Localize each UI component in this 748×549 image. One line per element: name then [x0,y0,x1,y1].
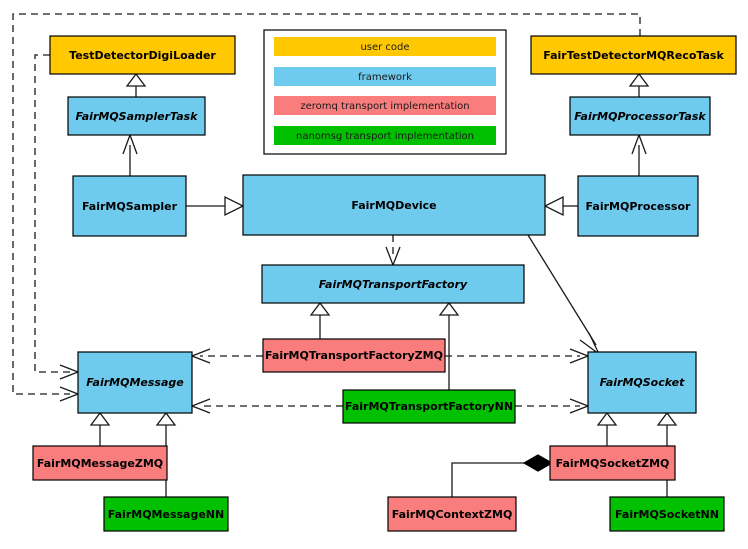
legend-swatch-user-code [274,37,496,56]
node-FairMQDevice[interactable]: FairMQDevice [242,174,546,236]
legend-swatch-nanomsg [274,126,496,145]
legend-item-nanomsg: nanomsg transport implementation [274,126,496,145]
node-label-FairTestDetectorMQRecoTask: FairTestDetectorMQRecoTask [543,49,724,62]
legend-item-user-code: user code [274,37,496,56]
node-label-FairMQSampler: FairMQSampler [82,200,178,213]
node-FairMQMessageNN[interactable]: FairMQMessageNN [103,496,229,532]
node-label-FairMQMessageZMQ: FairMQMessageZMQ [37,457,163,470]
node-layer: TestDetectorDigiLoader FairTestDetectorM… [32,35,737,532]
edge-tfnn-to-transportfactory [438,301,460,390]
node-FairMQProcessorTask[interactable]: FairMQProcessorTask [569,96,711,136]
node-label-FairMQDevice: FairMQDevice [351,199,436,212]
node-label-FairMQSocket: FairMQSocket [600,376,686,389]
legend-item-zeromq: zeromq transport implementation [274,96,496,115]
legend-item-framework: framework [274,67,496,86]
node-label-FairMQTransportFactoryNN: FairMQTransportFactoryNN [345,400,513,413]
node-FairMQMessage[interactable]: FairMQMessage [77,351,193,414]
node-FairMQSampler[interactable]: FairMQSampler [72,175,187,237]
node-FairMQSocketZMQ[interactable]: FairMQSocketZMQ [549,445,676,481]
edge-processortask-to-recotask [628,72,650,97]
node-label-FairMQSocketZMQ: FairMQSocketZMQ [556,457,670,470]
node-label-FairMQSamplerTask: FairMQSamplerTask [76,110,199,123]
edge-device-to-socket [527,234,600,355]
node-FairMQSamplerTask[interactable]: FairMQSamplerTask [67,96,206,136]
edge-tfzmq-to-message [190,348,263,364]
legend: user code framework zeromq transport imp… [263,29,507,155]
node-label-FairMQProcessorTask: FairMQProcessorTask [574,110,706,123]
edge-sampler-to-device [186,195,245,217]
node-label-FairMQMessageNN: FairMQMessageNN [108,508,224,521]
edge-tfzmq-to-transportfactory [309,301,331,339]
edge-device-to-transportfactory [385,235,401,267]
legend-label-zeromq: zeromq transport implementation [300,101,469,112]
node-FairMQTransportFactoryZMQ[interactable]: FairMQTransportFactoryZMQ [262,338,446,373]
edge-processor-to-device [543,195,578,217]
edge-socketzmq-to-socket [596,411,618,446]
legend-swatch-framework [274,67,496,86]
node-FairMQTransportFactoryNN[interactable]: FairMQTransportFactoryNN [342,389,516,424]
node-FairMQProcessor[interactable]: FairMQProcessor [577,175,699,237]
node-FairMQSocketNN[interactable]: FairMQSocketNN [609,496,725,532]
node-label-TestDetectorDigiLoader: TestDetectorDigiLoader [69,49,216,62]
node-FairMQContextZMQ[interactable]: FairMQContextZMQ [387,496,517,532]
node-label-FairMQSocketNN: FairMQSocketNN [615,508,719,521]
edge-contextzmq-to-socketzmq [451,454,554,497]
node-label-FairMQContextZMQ: FairMQContextZMQ [392,508,513,521]
node-FairMQSocket[interactable]: FairMQSocket [587,351,697,414]
legend-swatch-zeromq [274,96,496,115]
node-TestDetectorDigiLoader[interactable]: TestDetectorDigiLoader [49,35,236,75]
edge-tfnn-to-socket [515,398,590,414]
edge-messagezmq-to-message [89,411,111,446]
legend-label-user-code: user code [360,42,409,53]
edge-tfnn-to-message [190,398,343,414]
legend-label-nanomsg: nanomsg transport implementation [296,131,474,142]
edge-samplertask-to-digiloader [125,72,147,97]
edge-sampler-to-samplertask [122,133,138,176]
node-label-FairMQProcessor: FairMQProcessor [586,200,691,213]
node-FairMQMessageZMQ[interactable]: FairMQMessageZMQ [32,445,168,481]
edge-tfzmq-to-socket [445,348,590,364]
legend-label-framework: framework [358,72,412,83]
node-FairMQTransportFactory[interactable]: FairMQTransportFactory [261,264,525,304]
node-label-FairMQMessage: FairMQMessage [86,376,184,389]
node-label-FairMQTransportFactoryZMQ: FairMQTransportFactoryZMQ [265,349,443,362]
node-FairTestDetectorMQRecoTask[interactable]: FairTestDetectorMQRecoTask [530,35,737,75]
node-label-FairMQTransportFactory: FairMQTransportFactory [319,278,468,291]
edge-processor-to-processortask [631,133,647,176]
